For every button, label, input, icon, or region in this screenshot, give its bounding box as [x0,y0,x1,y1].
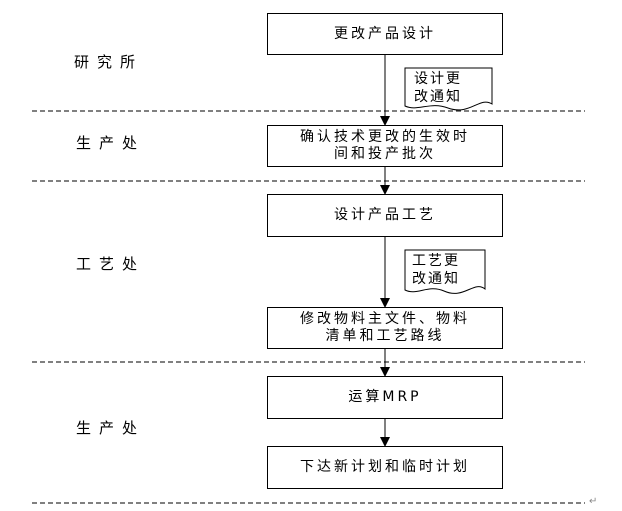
step-modify-bom-line-2: 清单和工艺路线 [325,328,445,344]
step-process-design-label: 设计产品工艺 [334,207,436,223]
step-redesign: 更改产品设计 [267,13,503,55]
step-confirm: 确认技术更改的生效时 间和投产批次 [267,125,503,167]
document-process-change-line-2: 改通知 [412,271,460,287]
dept-label-process: 工艺处 [76,255,146,273]
document-design-change-line-2: 改通知 [414,89,462,105]
document-shape-process-change [404,249,486,294]
step-run-mrp-label: 运算MRP [348,389,422,405]
step-modify-bom: 修改物料主文件、物料 清单和工艺路线 [267,307,503,349]
dept-label-production-1: 生产处 [76,134,146,152]
dept-label-production-2: 生产处 [76,419,146,437]
document-shape-design-change [404,67,493,111]
document-design-change-line-1: 设计更 [414,71,462,87]
step-issue-plan: 下达新计划和临时计划 [267,446,503,489]
document-process-change-line-1: 工艺更 [412,253,460,269]
step-issue-plan-label: 下达新计划和临时计划 [300,459,470,475]
document-process-change: 工艺更 改通知 [412,252,460,288]
dept-label-research: 研究所 [74,53,144,71]
step-run-mrp: 运算MRP [267,376,503,419]
step-modify-bom-line-1: 修改物料主文件、物料 [300,311,470,327]
step-confirm-line-1: 确认技术更改的生效时 [300,129,470,145]
step-redesign-label: 更改产品设计 [334,25,436,42]
document-design-change: 设计更 改通知 [414,70,462,106]
paragraph-mark: ↵ [589,496,598,507]
step-confirm-line-2: 间和投产批次 [334,146,436,162]
step-process-design: 设计产品工艺 [267,194,503,237]
